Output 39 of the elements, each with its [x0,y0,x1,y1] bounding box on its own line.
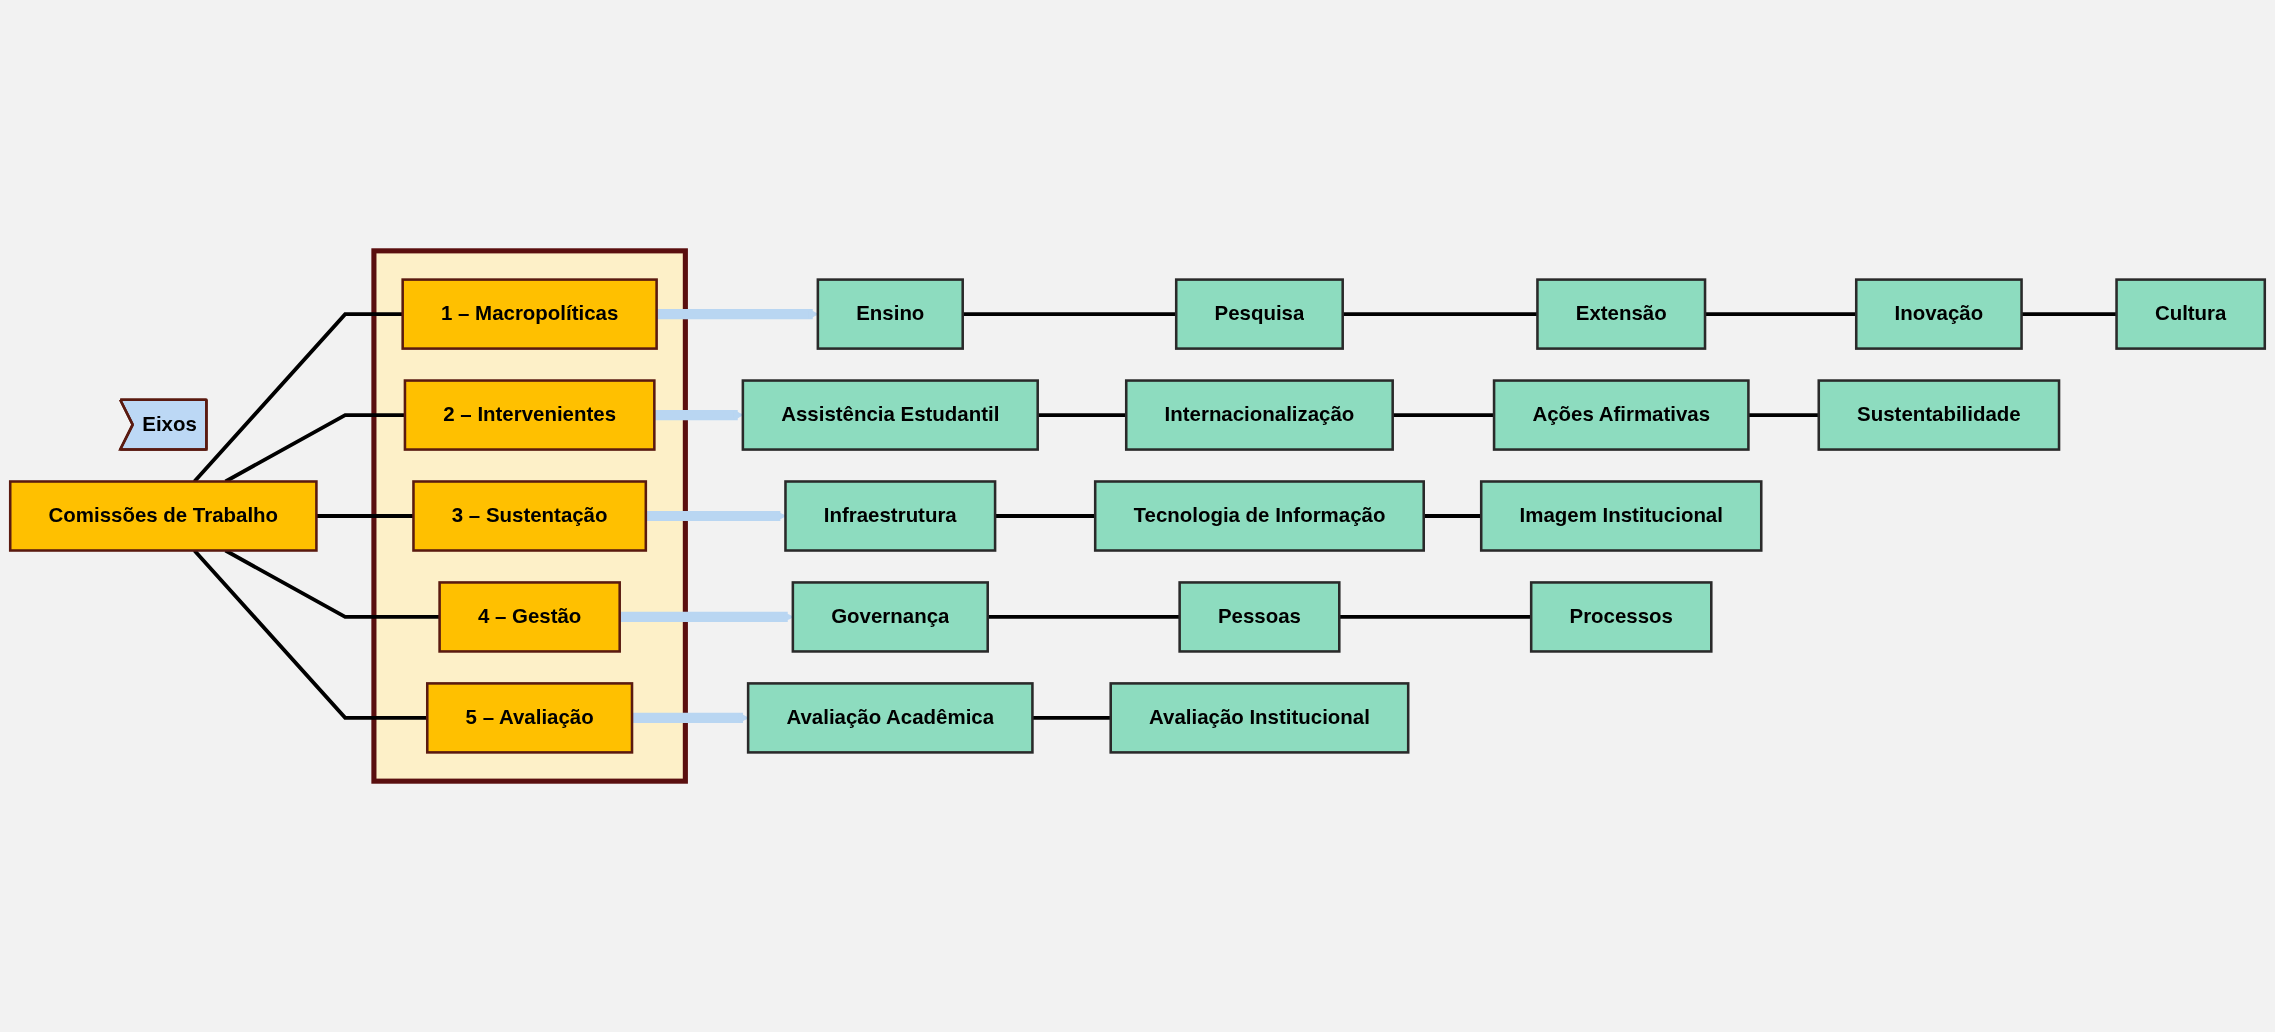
node-box: Pessoas [1178,581,1341,653]
node-box: Imagem Institucional [1479,480,1763,552]
node-box: Governança [791,581,989,653]
connector [1748,413,1819,417]
node-box: Cultura [2115,278,2267,350]
connector [962,312,1177,316]
node-box: 3 – Sustentação [412,480,648,552]
node-box: Assistência Estudantil [741,379,1039,451]
node-box: 1 – Macropolíticas [401,278,658,350]
arrow [645,510,786,522]
connector [1705,312,1857,316]
node-box: 4 – Gestão [438,581,621,653]
node-box: Ensino [816,278,964,350]
connector [316,514,414,518]
connector [1423,514,1482,518]
node-box: 2 – Intervenientes [403,379,656,451]
node-box: Inovação [1854,278,2023,350]
connector [1032,716,1111,720]
node-box: Pesquisa [1174,278,1344,350]
connector [995,514,1096,518]
connector [1342,312,1538,316]
node-box: Comissões de Trabalho [8,480,318,552]
arrow [632,712,749,724]
node-box: Processos [1529,581,1713,653]
node-box: Sustentabilidade [1817,379,2061,451]
node-box: Ações Afirmativas [1492,379,1750,451]
connector [2021,312,2117,316]
connector [987,615,1180,619]
node-box: Extensão [1536,278,1707,350]
node-box: Infraestrutura [784,480,997,552]
connector [1392,413,1495,417]
node-box: Avaliação Acadêmica [746,682,1034,754]
node-box: Tecnologia de Informação [1093,480,1425,552]
node-box: 5 – Avaliação [426,682,634,754]
connector [1037,413,1127,417]
connector [1339,615,1532,619]
cluster [371,248,688,784]
node-box: Avaliação Institucional [1109,682,1410,754]
node-box: Internacionalização [1124,379,1394,451]
